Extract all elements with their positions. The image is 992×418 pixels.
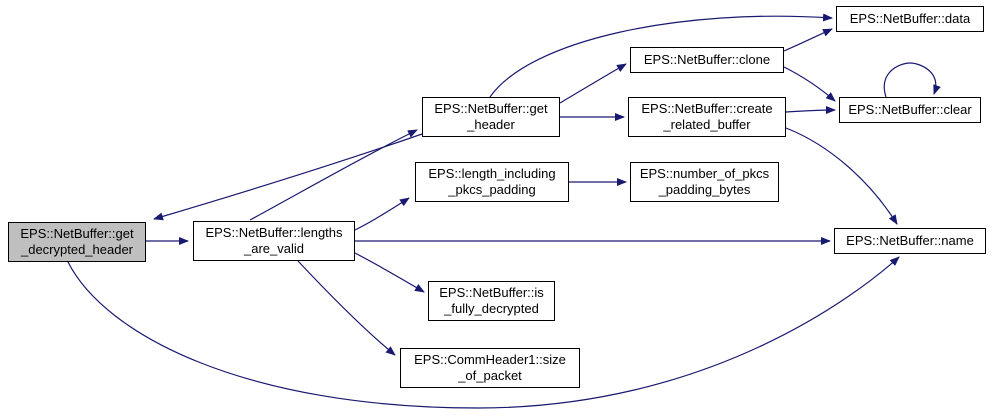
node-get-decrypted-header: EPS::NetBuffer::get _decrypted_header <box>8 222 146 262</box>
node-clear[interactable]: EPS::NetBuffer::clear <box>839 97 981 123</box>
node-clone[interactable]: EPS::NetBuffer::clone <box>630 47 784 73</box>
node-label: EPS::NetBuffer::name <box>846 233 974 248</box>
node-length-including-pkcs-padding[interactable]: EPS::length_including _pkcs_padding <box>415 162 569 202</box>
node-label: EPS::NetBuffer::get _decrypted_header <box>20 226 134 257</box>
edge-lengths-are-valid-to-size-of-packet <box>297 260 396 356</box>
node-label: EPS::NetBuffer::clear <box>848 102 972 117</box>
edge-get-header-to-clone <box>559 63 627 104</box>
edge-clone-to-data <box>783 28 833 52</box>
node-label: EPS::NetBuffer::create _related_buffer <box>641 101 773 132</box>
node-get-header[interactable]: EPS::NetBuffer::get _header <box>422 97 560 137</box>
node-label: EPS::number_of_pkcs _padding_bytes <box>639 166 770 197</box>
edge-clone-to-clear <box>783 66 836 102</box>
node-label: EPS::NetBuffer::lengths _are_valid <box>205 225 343 256</box>
node-name[interactable]: EPS::NetBuffer::name <box>834 228 986 254</box>
edge-create-related-buffer-to-clear <box>785 106 836 115</box>
edge-get-header-to-data <box>489 13 833 98</box>
node-create-related-buffer[interactable]: EPS::NetBuffer::create _related_buffer <box>628 97 786 137</box>
node-is-fully-decrypted[interactable]: EPS::NetBuffer::is _fully_decrypted <box>428 281 555 321</box>
edge-lengths-are-valid-to-get-header <box>249 129 418 221</box>
node-data[interactable]: EPS::NetBuffer::data <box>836 6 984 32</box>
node-label: EPS::NetBuffer::data <box>849 11 971 26</box>
node-label: EPS::NetBuffer::is _fully_decrypted <box>439 285 544 316</box>
node-number-of-pkcs-padding-bytes[interactable]: EPS::number_of_pkcs _padding_bytes <box>630 162 779 202</box>
node-label: EPS::CommHeader1::size _of_packet <box>414 352 566 383</box>
edge-clear-self-loop <box>883 62 941 98</box>
node-label: EPS::NetBuffer::clone <box>643 52 771 67</box>
edge-get-header-to-get-decrypted-header <box>153 133 423 221</box>
edge-lengths-are-valid-to-length-including-pkcs-padding <box>354 197 410 231</box>
edge-create-related-buffer-to-name <box>785 127 898 225</box>
node-size-of-packet[interactable]: EPS::CommHeader1::size _of_packet <box>400 348 580 388</box>
node-label: EPS::NetBuffer::get _header <box>434 101 548 132</box>
edge-get-decrypted-header-to-name <box>67 256 900 409</box>
node-lengths-are-valid[interactable]: EPS::NetBuffer::lengths _are_valid <box>193 221 355 261</box>
edge-lengths-are-valid-to-is-fully-decrypted <box>354 252 425 293</box>
node-label: EPS::length_including _pkcs_padding <box>428 166 556 197</box>
